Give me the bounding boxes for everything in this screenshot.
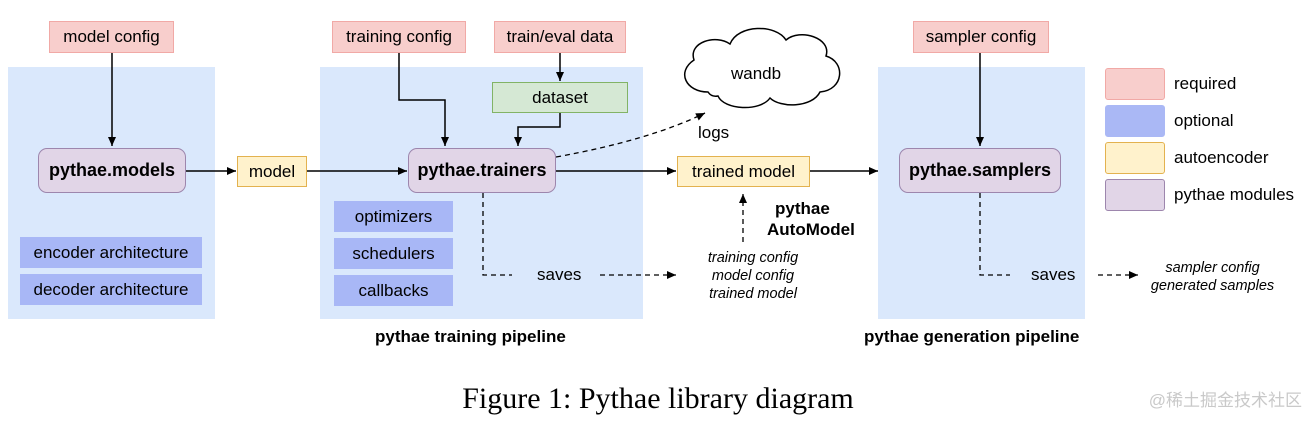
model-box: model xyxy=(237,156,307,187)
schedulers-box: schedulers xyxy=(334,238,453,269)
logs-label: logs xyxy=(698,123,730,142)
optimizers-box: optimizers xyxy=(334,201,453,232)
legend-swatch-required xyxy=(1105,68,1165,100)
figure-caption: Figure 1: Pythae library diagram xyxy=(462,382,854,415)
pythae-samplers-module: pythae.samplers xyxy=(899,148,1061,193)
edge-samplers-saves xyxy=(979,193,1010,276)
trained-model-box: trained model xyxy=(677,156,810,187)
saves-training-label: saves xyxy=(537,265,582,284)
pythae-models-module: pythae.models xyxy=(38,148,186,193)
pythae-trainers-module: pythae.trainers xyxy=(408,148,556,193)
legend-swatch-autoencoder xyxy=(1105,142,1165,174)
sampler-config-box: sampler config xyxy=(913,21,1049,53)
decoder-architecture-box: decoder architecture xyxy=(20,274,202,305)
legend-swatch-optional xyxy=(1105,105,1165,137)
wandb-cloud-shape xyxy=(683,27,841,109)
automodel-label-line1: pythae xyxy=(775,199,830,218)
wandb-label: wandb xyxy=(731,64,782,83)
saved-training-outputs: training config model config trained mod… xyxy=(690,249,816,303)
training-pipeline-label: pythae training pipeline xyxy=(375,327,566,346)
training-config-box: training config xyxy=(332,21,466,53)
edge-trainers-wandb xyxy=(555,112,706,158)
saved-item: trained model xyxy=(709,286,797,302)
saves-generation-label: saves xyxy=(1031,265,1076,284)
train-eval-data-box: train/eval data xyxy=(494,21,626,53)
legend-label-optional: optional xyxy=(1174,111,1234,130)
edge-trainingconfig-trainers xyxy=(398,53,449,146)
saved-item: training config xyxy=(707,250,799,266)
saved-item: model config xyxy=(711,268,795,284)
saved-item: sampler config xyxy=(1165,260,1260,276)
watermark: @稀土掘金技术社区 xyxy=(1148,391,1302,410)
dataset-box: dataset xyxy=(492,82,628,113)
generation-pipeline-label: pythae generation pipeline xyxy=(864,327,1080,346)
legend-label-autoencoder: autoencoder xyxy=(1174,148,1269,167)
callbacks-box: callbacks xyxy=(334,275,453,306)
saved-item: generated samples xyxy=(1150,278,1275,294)
automodel-label-line2: AutoModel xyxy=(767,220,855,239)
edge-dataset-trainers xyxy=(514,113,561,146)
legend-label-pythae-modules: pythae modules xyxy=(1174,185,1295,204)
generation-panel xyxy=(878,67,1085,319)
model-config-box: model config xyxy=(49,21,174,53)
encoder-architecture-box: encoder architecture xyxy=(20,237,202,268)
legend-swatch-pythae-modules xyxy=(1105,179,1165,211)
legend-label-required: required xyxy=(1174,74,1237,93)
edge-trainers-saves xyxy=(482,193,512,276)
saved-generation-outputs: sampler config generated samples xyxy=(1140,259,1285,295)
